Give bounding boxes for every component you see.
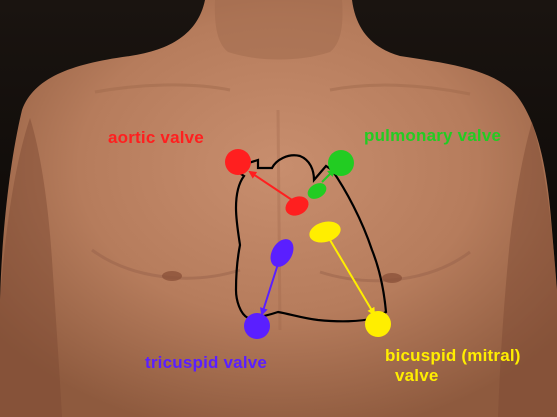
left-nipple <box>162 271 182 281</box>
aortic-valve-label: aortic valve <box>108 128 204 148</box>
pulmonary-valve-label: pulmonary valve <box>364 126 501 146</box>
right-nipple <box>382 273 402 283</box>
pulmonary-valve-point <box>328 150 354 176</box>
bicuspid-label-line1: bicuspid (mitral) <box>385 346 521 366</box>
bicuspid-label-line2: valve <box>385 366 521 386</box>
tricuspid-valve-label: tricuspid valve <box>145 353 267 373</box>
bicuspid-valve-label: bicuspid (mitral) valve <box>385 346 521 386</box>
tricuspid-valve-point <box>244 313 270 339</box>
aortic-valve-point <box>225 149 251 175</box>
neck-shadow <box>215 0 343 60</box>
sternum-line <box>278 110 280 330</box>
bicuspid-valve-point <box>365 311 391 337</box>
